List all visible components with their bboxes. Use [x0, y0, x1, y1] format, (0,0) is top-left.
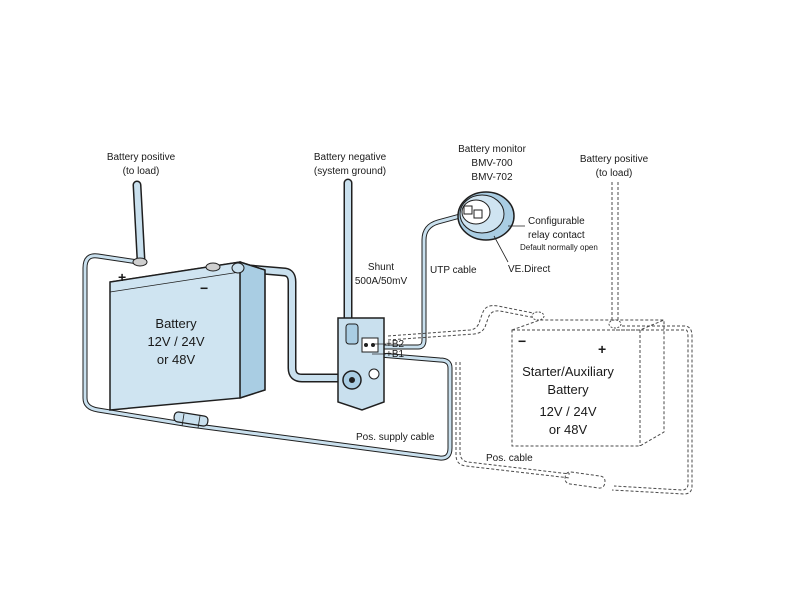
label-b2: +B2 [386, 339, 405, 350]
main-battery: + − Battery 12V / 24V or 48V [109, 257, 266, 411]
main-positive-terminal [132, 257, 148, 267]
label-shunt-rating: 500A/50mV [355, 276, 408, 287]
main-battery-label-1: Battery [155, 316, 197, 331]
aux-battery-plus: + [598, 341, 606, 357]
inline-fuse [173, 411, 209, 429]
label-to-load-right: (to load) [596, 168, 633, 179]
label-battery-monitor: Battery monitor [458, 144, 526, 155]
main-negative-terminal [205, 262, 221, 272]
aux-battery [511, 319, 665, 447]
label-battery-negative: Battery negative [314, 152, 387, 163]
aux-battery-label-4: or 48V [549, 422, 588, 437]
shunt [337, 317, 385, 411]
label-system-ground: (system ground) [314, 166, 386, 177]
aux-battery-label-2: Battery [547, 382, 589, 397]
label-shunt: Shunt [368, 262, 394, 273]
main-battery-label-3: or 48V [157, 352, 196, 367]
label-default-normally-open: Default normally open [520, 243, 598, 252]
label-battery-positive-left: Battery positive [107, 152, 176, 163]
label-relay-contact: relay contact [528, 230, 585, 241]
label-battery-positive-right: Battery positive [580, 154, 649, 165]
label-ve-direct: VE.Direct [508, 264, 550, 275]
aux-battery-label-3: 12V / 24V [539, 404, 596, 419]
label-bmv-702: BMV-702 [471, 172, 513, 183]
label-utp-cable: UTP cable [430, 265, 477, 276]
aux-cables [387, 182, 693, 495]
label-to-load-left: (to load) [123, 166, 160, 177]
battery-monitor-device [457, 191, 525, 263]
aux-battery-label-1: Starter/Auxiliary [522, 364, 614, 379]
label-pos-supply-cable: Pos. supply cable [356, 432, 435, 443]
main-battery-minus: − [200, 280, 208, 296]
main-battery-plus: + [118, 269, 126, 285]
aux-battery-minus: − [518, 333, 526, 349]
main-battery-label-2: 12V / 24V [147, 334, 204, 349]
label-bmv-700: BMV-700 [471, 158, 513, 169]
aux-battery-terminals [531, 311, 622, 329]
label-configurable: Configurable [528, 216, 585, 227]
label-pos-cable: Pos. cable [486, 453, 533, 464]
label-b1: +B1 [386, 349, 405, 360]
main-cables [82, 178, 461, 461]
